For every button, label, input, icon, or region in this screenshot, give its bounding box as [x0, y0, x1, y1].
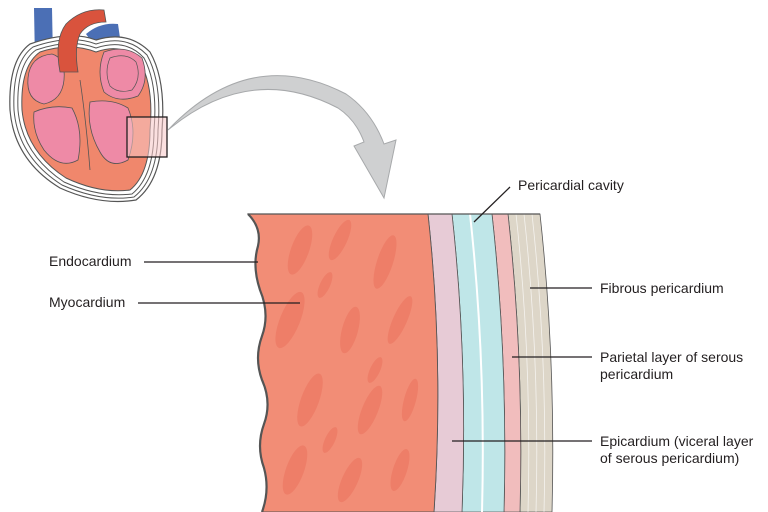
myocardium-layer: [246, 213, 439, 512]
right-atrium: [27, 53, 65, 105]
curved-arrow-icon: [167, 75, 397, 200]
right-ventricle: [33, 106, 81, 164]
left-atrium: [99, 48, 146, 100]
label-parietal-layer: Parietal layer of serous pericardium: [600, 349, 744, 382]
leader-lines: [138, 186, 592, 442]
aorta: [57, 9, 107, 73]
leader-pericardial-cavity: [473, 186, 511, 223]
muscle-texture: [275, 219, 419, 503]
wall-layers: [246, 213, 554, 512]
label-epicardium: Epicardium (viceral layer of serous peri…: [600, 433, 754, 466]
label-myocardium: Myocardium: [49, 294, 126, 310]
left-ventricle: [88, 100, 134, 164]
label-fibrous-pericardium: Fibrous pericardium: [600, 280, 724, 296]
label-endocardium: Endocardium: [49, 253, 132, 269]
endocardium-edge: [247, 213, 269, 512]
magnified-region-box: [126, 116, 168, 158]
heart-illustration: [9, 8, 168, 203]
label-pericardial-cavity: Pericardial cavity: [518, 177, 624, 193]
